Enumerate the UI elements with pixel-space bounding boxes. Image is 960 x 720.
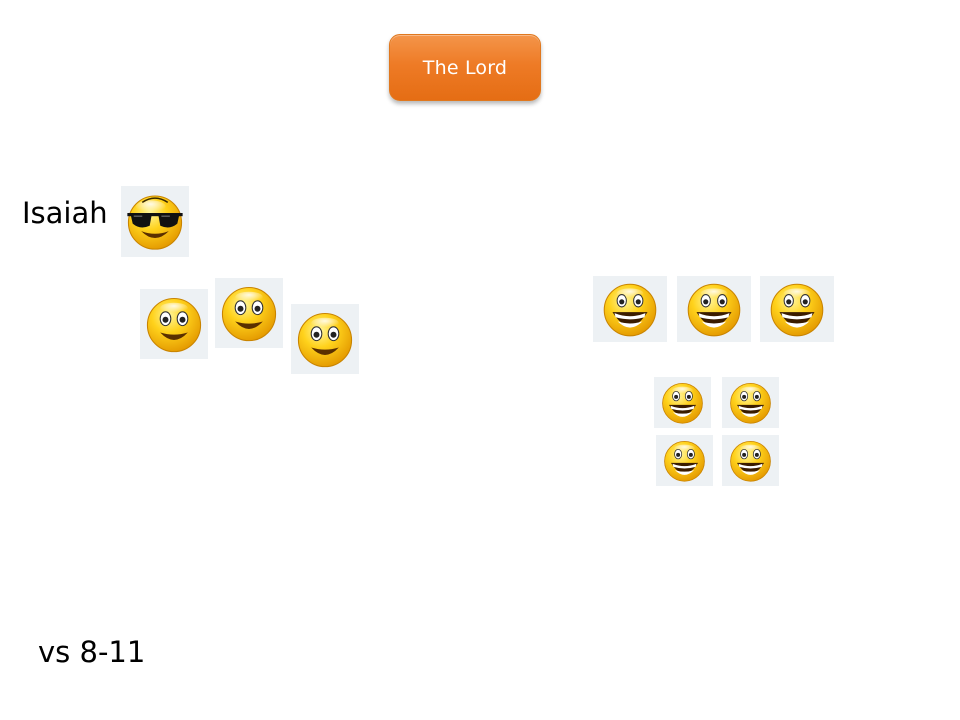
smiling-smiley-icon — [215, 278, 283, 348]
grinning-smiley-icon — [593, 276, 667, 342]
the-lord-label: The Lord — [422, 56, 508, 79]
grinning-smiley-icon — [760, 276, 834, 342]
cool-sunglasses-smiley-icon — [121, 186, 189, 257]
smiling-smiley-icon — [140, 289, 208, 359]
isaiah-label: Isaiah — [22, 196, 108, 230]
smiling-smiley-icon — [291, 304, 359, 374]
the-lord-button[interactable]: The Lord — [389, 34, 541, 101]
grinning-smiley-icon — [722, 435, 779, 486]
grinning-smiley-icon — [656, 435, 713, 486]
grinning-smiley-icon — [654, 377, 711, 428]
verse-reference-label: vs 8-11 — [38, 635, 146, 669]
grinning-smiley-icon — [722, 377, 779, 428]
grinning-smiley-icon — [677, 276, 751, 342]
